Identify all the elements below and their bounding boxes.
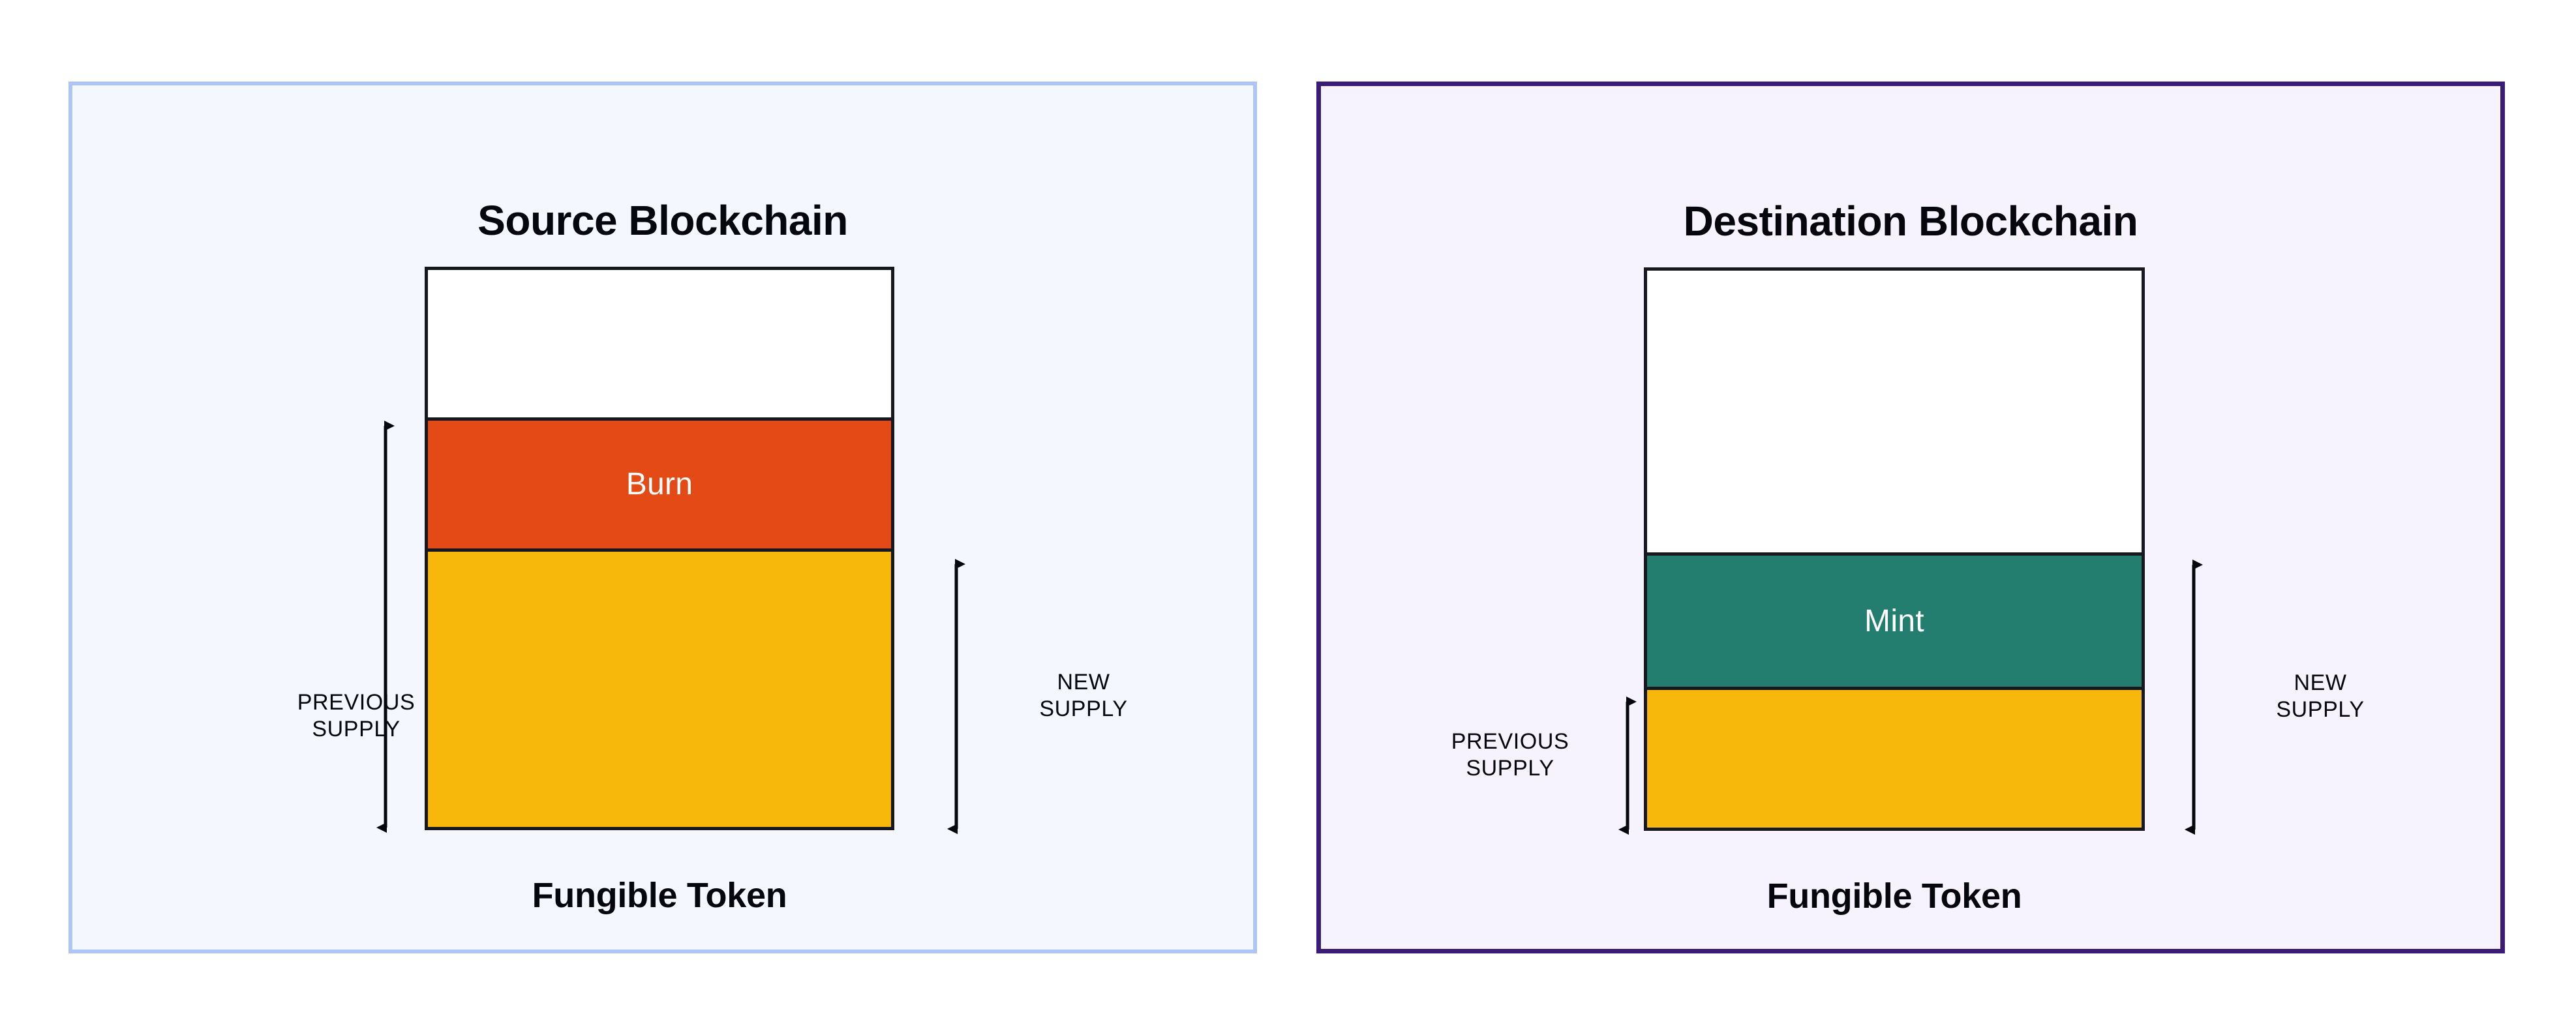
source-segment-remaining [428,552,891,827]
source-token-caption: Fungible Token [532,876,787,915]
destination-segment-remaining [1647,690,2142,828]
destination-new-supply-arrow [2185,560,2203,835]
source-new-supply-label: NEW SUPPLY [1039,670,1128,722]
source-previous-supply-arrow [376,421,395,833]
destination-new-supply-label: NEW SUPPLY [2276,670,2365,723]
destination-previous-supply-label: PREVIOUS SUPPLY [1451,729,1569,781]
destination-segment-mint-label: Mint [1864,603,1924,638]
source-new-supply-arrow [947,559,965,834]
destination-token-caption: Fungible Token [1766,876,2022,916]
source-segment-headroom [428,270,891,417]
source-previous-supply-label: PREVIOUS SUPPLY [297,690,416,742]
destination-token-stack: Mint [1644,267,2145,831]
source-segment-burn-label: Burn [626,467,693,502]
destination-segment-mint: Mint [1647,552,2142,691]
destination-previous-supply-arrow [1618,696,1637,835]
source-token-stack: Burn [425,267,894,830]
destination-segment-headroom [1647,271,2142,553]
source-blockchain-panel: Source Blockchain Burn Fungible Token [68,82,1257,953]
source-panel-title: Source Blockchain [477,197,848,244]
destination-panel-title: Destination Blockchain [1683,198,2138,245]
destination-blockchain-panel: Destination Blockchain Mint Fungible Tok… [1316,82,2505,953]
source-segment-burn: Burn [428,417,891,552]
